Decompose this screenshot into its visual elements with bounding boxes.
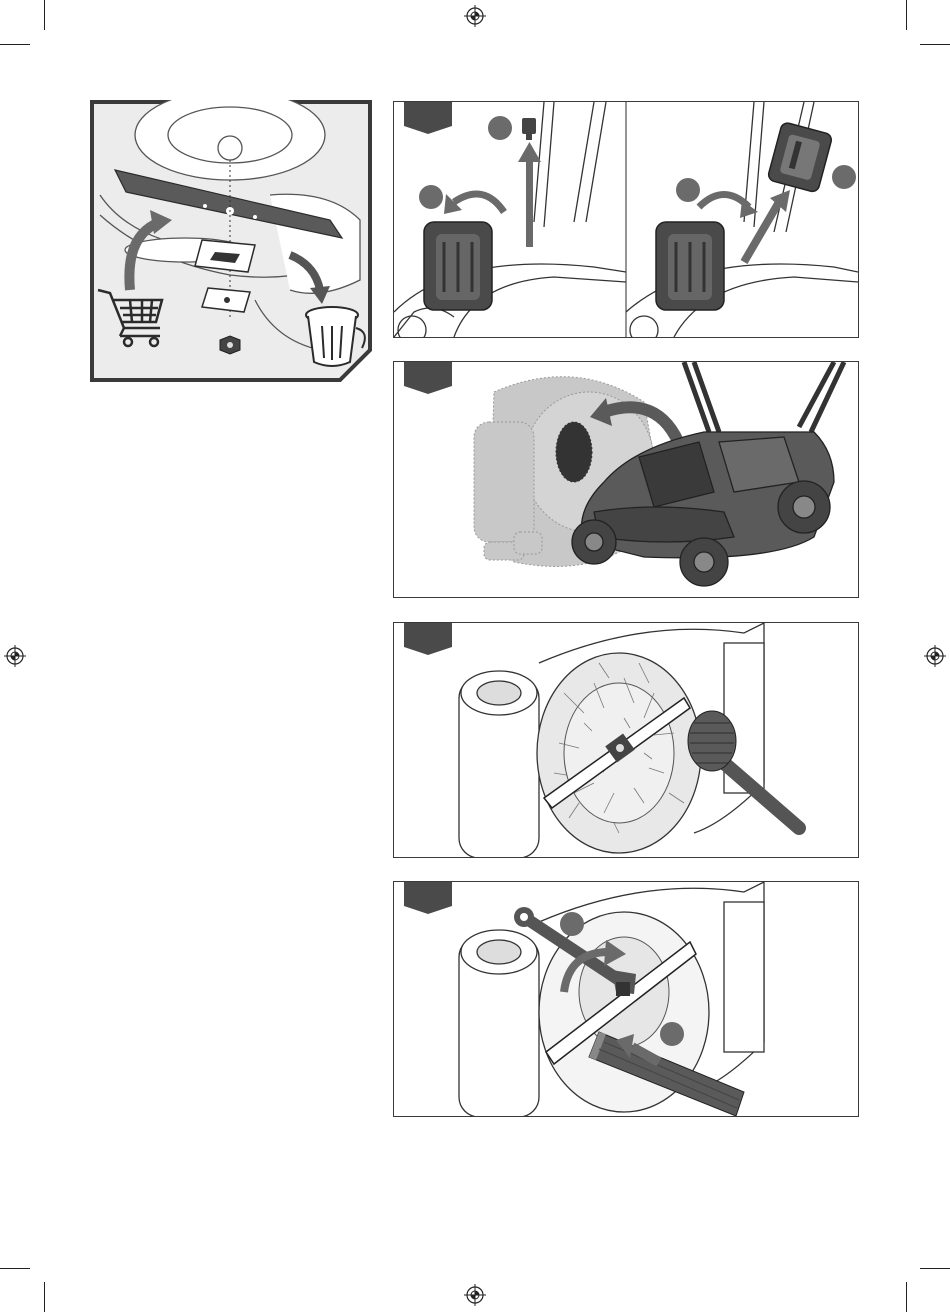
- crop-mark: [906, 0, 907, 30]
- crop-mark: [0, 44, 30, 45]
- battery-icon: [767, 122, 833, 193]
- callout-badge: [419, 185, 443, 209]
- step-tab: [404, 882, 452, 914]
- crop-mark: [44, 0, 45, 30]
- crop-mark: [906, 1282, 907, 1312]
- step-1-panel: [393, 101, 859, 338]
- callout-badge: [560, 912, 584, 936]
- registration-mark-icon: [924, 645, 946, 667]
- crop-mark: [920, 44, 950, 45]
- step-3-panel: [393, 622, 859, 858]
- crop-mark: [0, 1268, 30, 1269]
- safety-key-icon: [522, 118, 536, 140]
- step-tab: [404, 102, 452, 134]
- registration-mark-icon: [464, 1284, 486, 1306]
- step-tab: [404, 623, 452, 655]
- registration-mark-icon: [464, 5, 486, 27]
- curved-arrow-icon: [454, 194, 504, 212]
- callout-badge: [832, 165, 856, 189]
- step-4-panel: [393, 881, 859, 1117]
- up-arrow-icon: [526, 157, 533, 247]
- battery-icon: [424, 222, 492, 310]
- callout-badge: [488, 116, 512, 140]
- battery-icon: [656, 222, 724, 310]
- registration-mark-icon: [4, 645, 26, 667]
- crop-mark: [44, 1282, 45, 1312]
- step-tab: [404, 362, 452, 394]
- callout-badge: [676, 178, 700, 202]
- crop-mark: [920, 1268, 950, 1269]
- callout-badge: [660, 1022, 684, 1046]
- nut-icon: [220, 336, 240, 354]
- blade-replacement-panel: [90, 100, 372, 382]
- step-2-panel: [393, 361, 859, 598]
